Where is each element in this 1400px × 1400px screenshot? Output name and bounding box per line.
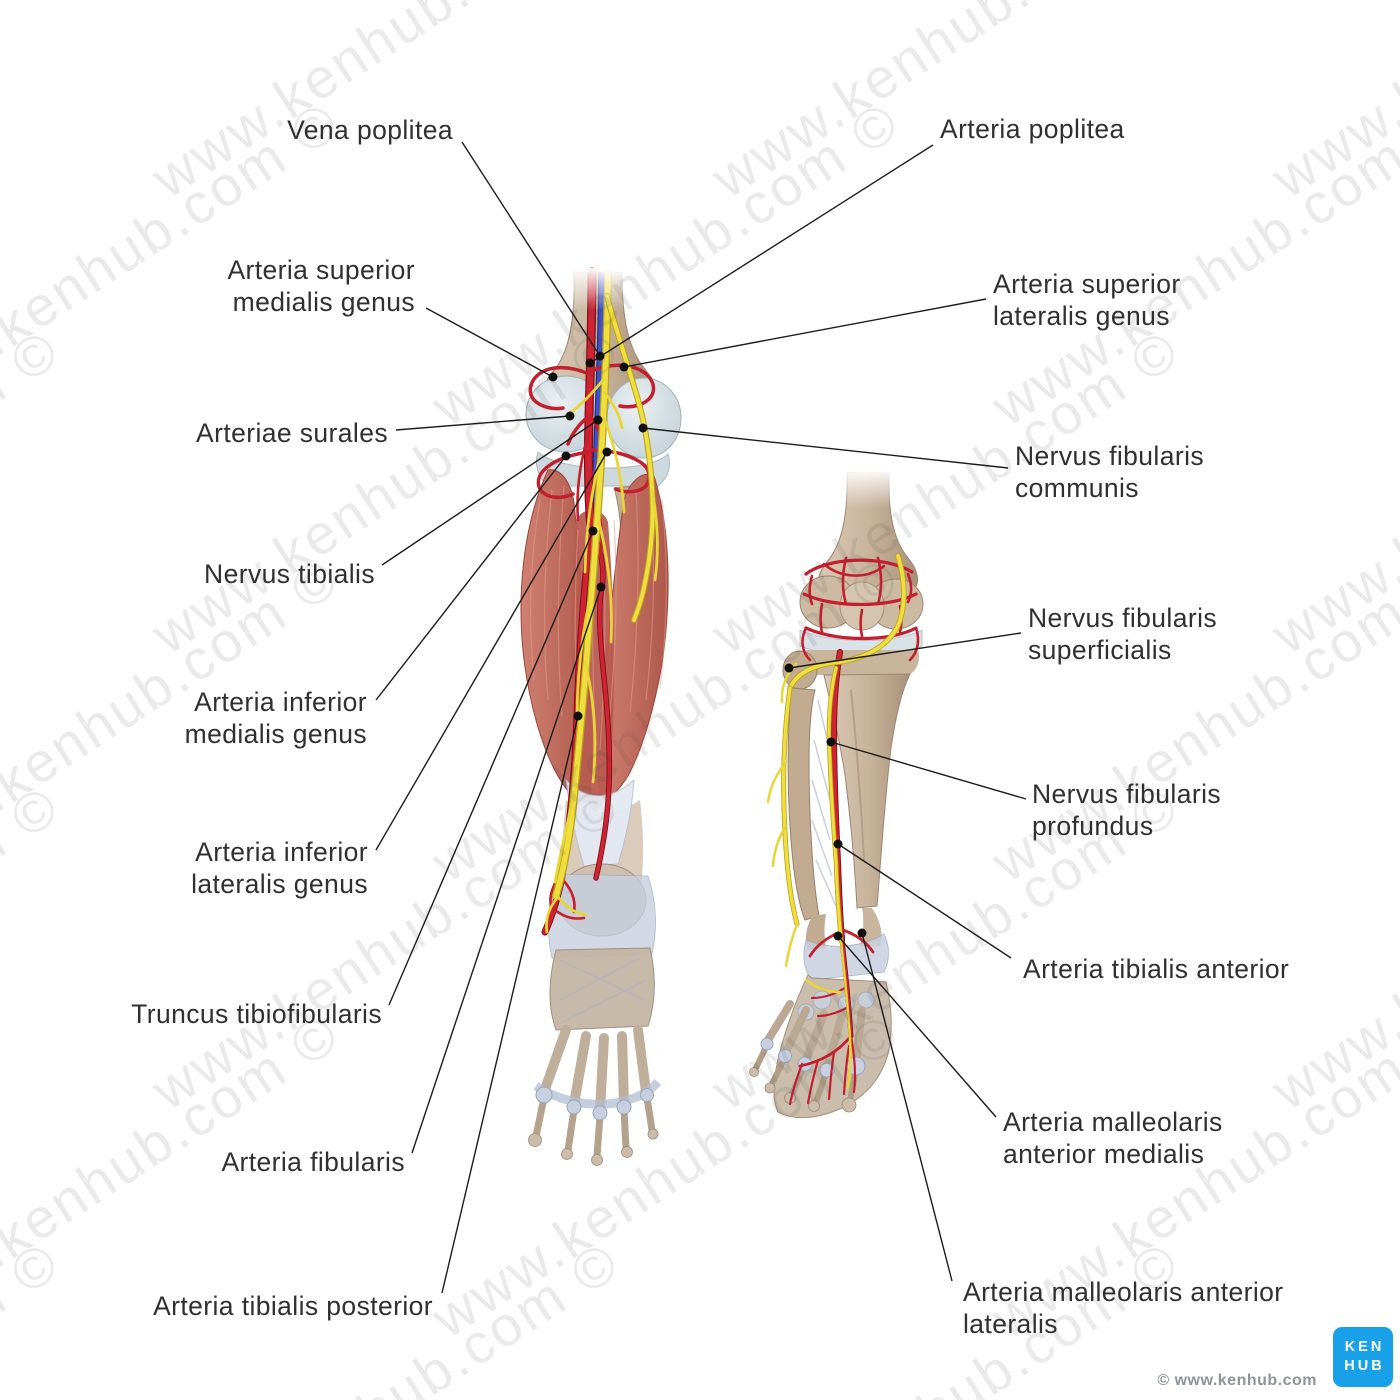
label-arteria-superior-medialis-genus: Arteria superior medialis genus [227, 255, 415, 318]
ankle-and-dorsal-foot [749, 908, 892, 1119]
label-vena-poplitea: Vena poplitea [287, 115, 453, 145]
label-arteria-poplitea: Arteria poplitea [940, 114, 1125, 144]
label-nervus-fibularis-superficialis: Nervus fibularis superficialis [1028, 603, 1218, 666]
label-nervus-fibularis-communis: Nervus fibularis communis [1015, 441, 1205, 504]
label-nervus-tibialis: Nervus tibialis [204, 559, 375, 589]
copyright-text: © www.kenhub.com [1157, 1372, 1317, 1389]
kenhub-logo-line1: KEN [1344, 1339, 1385, 1356]
label-arteria-inferior-lateralis-genus: Arteria inferior lateralis genus [191, 837, 368, 900]
label-arteria-malleolaris-anterior-medialis: Arteria malleolaris anterior medialis [1003, 1107, 1223, 1170]
label-arteria-superior-lateralis-genus: Arteria superior lateralis genus [993, 269, 1181, 332]
label-nervus-fibularis-profundus: Nervus fibularis profundus [1032, 779, 1222, 842]
posterior-foot [528, 863, 662, 1166]
label-arteria-fibularis: Arteria fibularis [221, 1147, 405, 1177]
label-arteria-tibialis-posterior: Arteria tibialis posterior [153, 1291, 433, 1321]
label-arteria-tibialis-anterior: Arteria tibialis anterior [1023, 954, 1290, 984]
anterior-leg-illustration [749, 468, 924, 1119]
kenhub-logo-line2: HUB [1344, 1358, 1385, 1374]
label-truncus-tibiofibularis: Truncus tibiofibularis [131, 999, 382, 1029]
label-arteria-inferior-medialis-genus: Arteria inferior medialis genus [184, 687, 367, 750]
posterior-leg-illustration [520, 267, 682, 1166]
label-arteriae-surales: Arteriae surales [196, 418, 388, 448]
label-arteria-malleolaris-anterior-lateralis: Arteria malleolaris anterior lateralis [963, 1277, 1284, 1340]
kenhub-logo[interactable]: KEN HUB [1333, 1327, 1393, 1387]
tibia-anterior [805, 650, 919, 909]
